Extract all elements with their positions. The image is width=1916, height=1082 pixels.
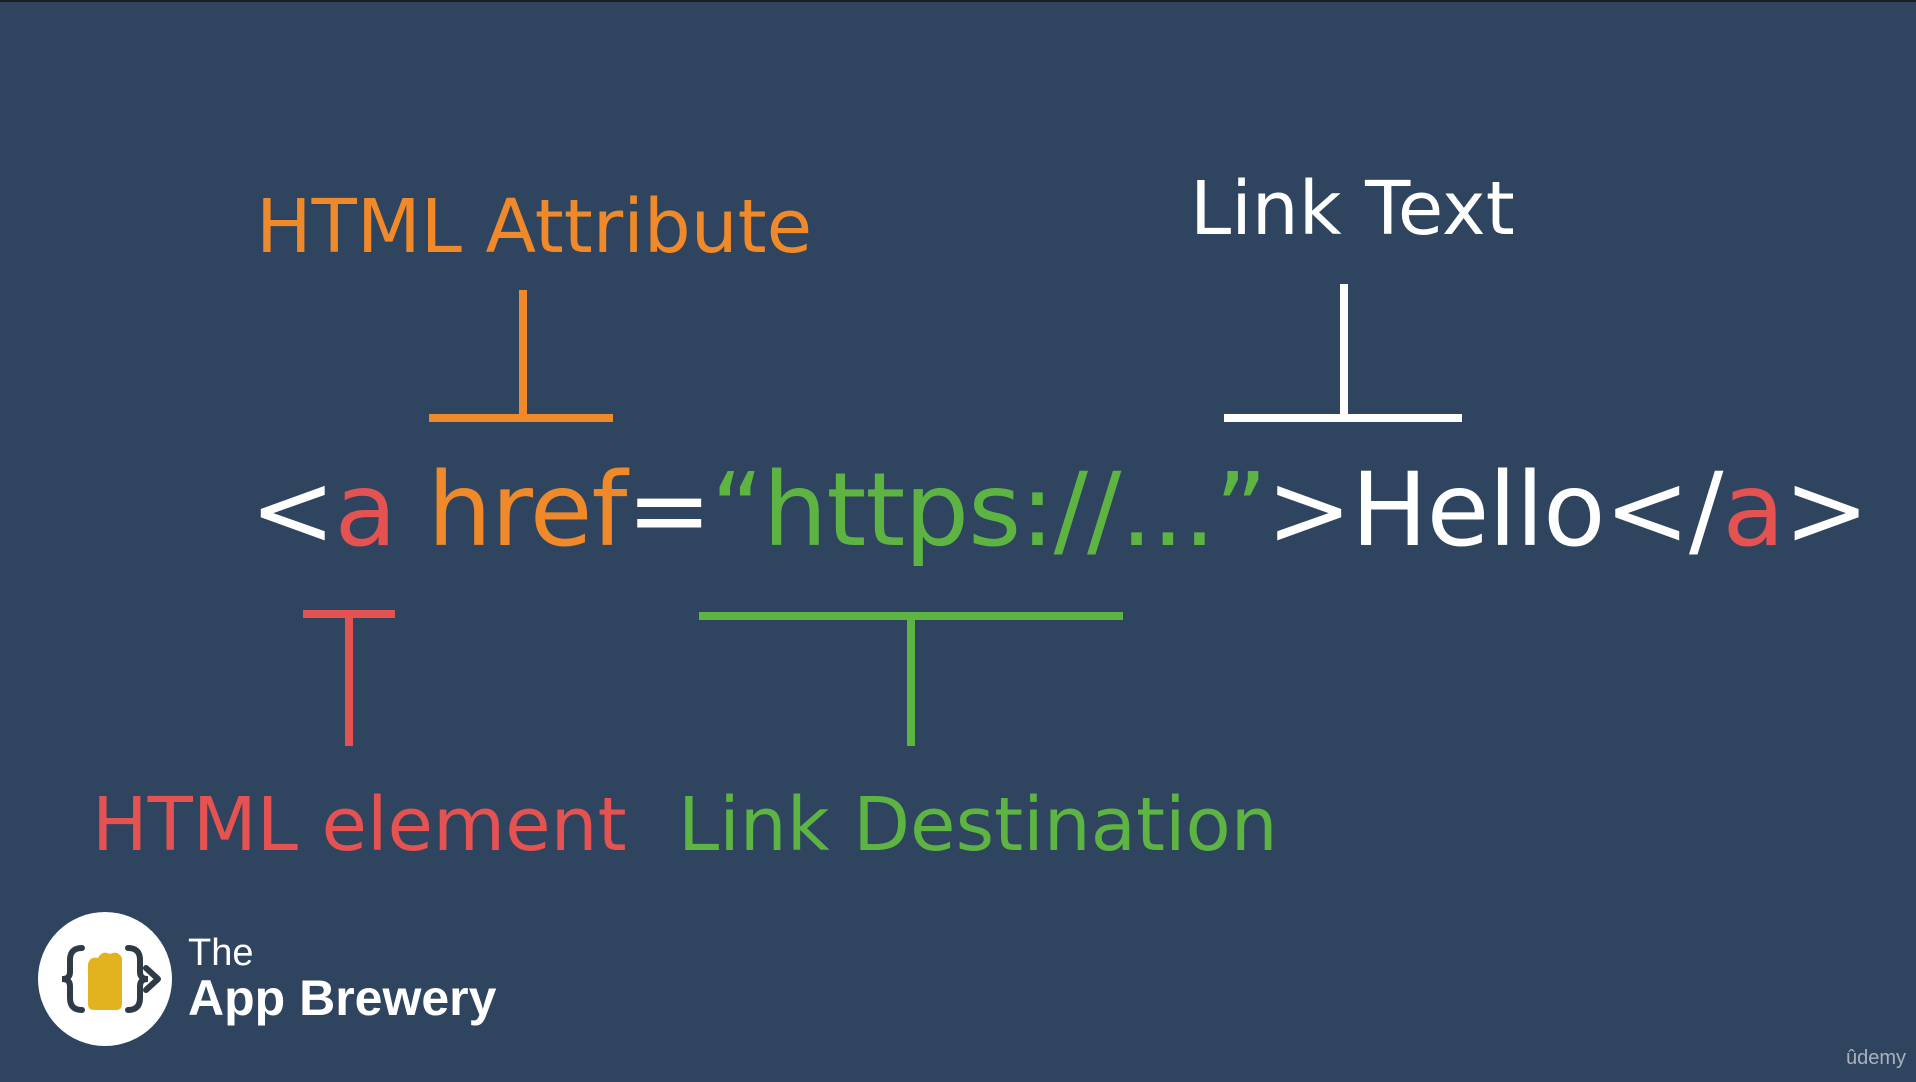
app-brewery-logo: The App Brewery [38,912,496,1046]
code-close-tag: a [1722,451,1785,570]
code-open-quote: “ [710,451,764,570]
code-close-gt: > [1783,451,1869,570]
anchor-code-line: <a href=“https://...”>Hello</a> [250,460,1869,562]
code-link-text: Hello [1350,451,1606,570]
html-element-label: HTML element [92,782,627,868]
logo-name-text: App Brewery [188,969,497,1026]
code-open-gt: > [1266,451,1351,570]
code-close-quote: ” [1214,451,1268,570]
link-destination-label: Link Destination [678,782,1278,868]
html-attribute-label: HTML Attribute [256,184,813,270]
code-space [396,451,427,570]
code-equals: = [626,451,711,570]
code-tag: a [334,451,397,570]
code-open-lt: < [250,451,335,570]
link-text-label: Link Text [1190,166,1515,252]
code-attr: href [427,451,627,570]
code-close-lt: </ [1604,451,1724,570]
code-url: https://... [762,451,1216,570]
udemy-watermark: ûdemy [1845,1047,1906,1069]
logo-the-text: The [188,931,254,974]
beer-mug-braces-icon [38,912,172,1046]
